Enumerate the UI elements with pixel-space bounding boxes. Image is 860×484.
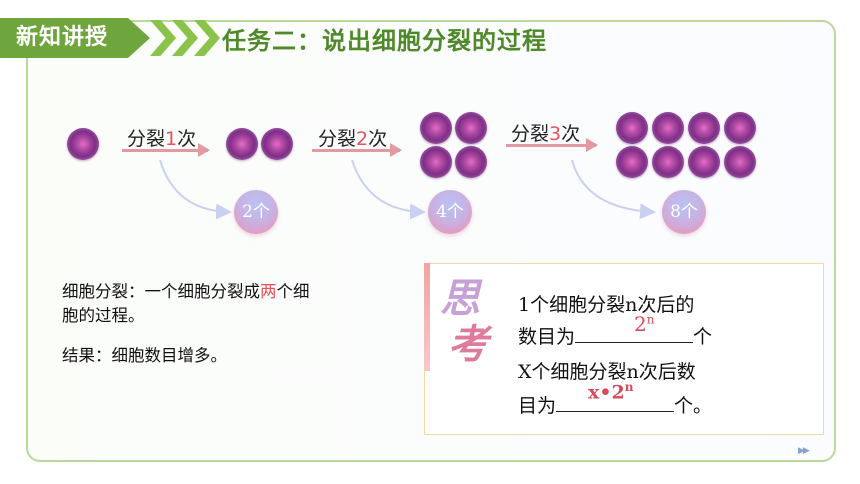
count-bubble-2: 2个 <box>234 190 278 234</box>
answer-blank <box>575 342 694 343</box>
section-tag: 新知讲授 <box>0 18 150 58</box>
cell <box>724 112 756 144</box>
result-text: 结果：细胞数目增多。 <box>62 346 227 365</box>
cell <box>688 146 720 178</box>
think-char-kao: 考 <box>448 321 488 368</box>
next-slide-icon[interactable]: ▶▶ <box>798 446 810 456</box>
cell <box>652 112 684 144</box>
think-box-accent <box>424 263 430 371</box>
count-bubble-4: 4个 <box>428 190 472 234</box>
cell <box>652 146 684 178</box>
arrow-right-icon <box>506 138 598 152</box>
page-title: 任务二：说出细胞分裂的过程 <box>222 27 547 55</box>
division-step-2-label: 分裂2次 <box>318 128 388 150</box>
cell <box>67 128 99 160</box>
cell <box>724 146 756 178</box>
definition-text: 细胞分裂：一个细胞分裂成两个细 胞的过程。 <box>62 282 310 325</box>
cell <box>616 112 648 144</box>
question-2-line-1: X个细胞分裂n次后数 <box>518 361 696 383</box>
cell <box>616 146 648 178</box>
answer-blank <box>556 411 675 412</box>
division-step-3-label: 分裂3次 <box>511 123 581 145</box>
think-char-si: 思 <box>440 275 480 322</box>
cell <box>455 146 487 178</box>
answer-2: x•2n <box>588 380 634 404</box>
cell <box>688 112 720 144</box>
answer-1: 2n <box>634 312 655 336</box>
cell <box>261 128 293 160</box>
think-box <box>424 263 824 435</box>
cell <box>226 128 258 160</box>
count-bubble-8: 8个 <box>662 190 706 234</box>
division-step-1-label: 分裂1次 <box>127 128 197 150</box>
cell <box>420 112 452 144</box>
arrow-right-icon <box>312 143 402 157</box>
arrow-right-icon <box>122 143 210 157</box>
question-1-line-1: 1个细胞分裂n次后的 <box>518 294 695 316</box>
cell <box>420 146 452 178</box>
section-tag-label: 新知讲授 <box>16 25 109 50</box>
cell <box>455 112 487 144</box>
question-1-line-2: 数目为个 <box>518 326 713 348</box>
question-2-line-2: 目为个。 <box>518 395 713 417</box>
